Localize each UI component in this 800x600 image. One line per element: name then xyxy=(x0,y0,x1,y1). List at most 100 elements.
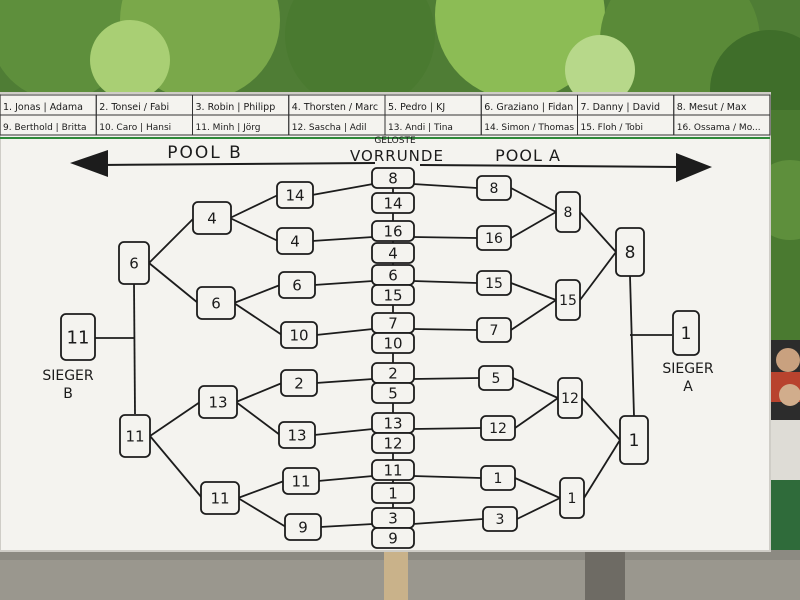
bracket-connector xyxy=(317,475,374,482)
team-entry-bottom: 10. Caro | Hansi xyxy=(99,123,171,133)
pool-a-round1-box-4: 7 xyxy=(476,317,512,343)
bracket-connector xyxy=(510,211,557,239)
draw-slot-8-label: 10 xyxy=(383,334,402,352)
bracket-connector xyxy=(311,236,374,242)
bracket-connector xyxy=(510,187,557,213)
bracket-connector xyxy=(579,251,617,301)
pool-b-round2-box-3-label: 13 xyxy=(208,393,227,411)
bracket-connector xyxy=(237,480,285,499)
pool-b-round1-box-6: 13 xyxy=(278,421,316,449)
pool-a-round1-box-2-label: 16 xyxy=(485,231,503,247)
team-entry-top: 1. Jonas | Adama xyxy=(3,102,83,113)
bracket-connector xyxy=(229,217,279,242)
team-entry-top: 6. Graziano | Fidan xyxy=(484,102,573,113)
draw-slot-8: 10 xyxy=(371,332,415,354)
team-entry-bottom: 16. Ossama / Mo... xyxy=(677,123,761,133)
pool-b-round1-box-2-label: 4 xyxy=(290,232,300,250)
pool-a-round2-box-2: 15 xyxy=(555,279,581,321)
bracket-connector xyxy=(149,435,203,499)
pool-b-round2-box-4-label: 11 xyxy=(210,489,229,507)
pool-b-round2-box-3: 13 xyxy=(198,385,238,419)
bracket-connector xyxy=(516,497,561,520)
pool-b-round2-box-4: 11 xyxy=(200,481,240,515)
bracket-connector xyxy=(583,439,621,499)
draw-slot-5-label: 6 xyxy=(388,266,398,284)
draw-slot-13: 11 xyxy=(371,459,415,481)
winner-a-box: 1 xyxy=(672,310,700,356)
pool-a-round1-box-8-label: 3 xyxy=(496,512,505,528)
pool-b-round1-box-8: 9 xyxy=(284,513,322,541)
pool-a-round2-box-4: 1 xyxy=(559,477,585,519)
pool-b-round1-box-4: 10 xyxy=(280,321,318,349)
bracket-connector xyxy=(581,397,621,441)
bracket-connector xyxy=(149,401,201,437)
draw-slot-2: 14 xyxy=(371,192,415,214)
pool-a-round1-box-1-label: 8 xyxy=(490,181,499,197)
bracket-connector xyxy=(311,183,374,196)
sieger-a-label-1: SIEGER xyxy=(662,361,714,377)
pool-b-round1-box-7: 11 xyxy=(282,467,320,495)
pool-b-round2-box-2: 6 xyxy=(196,286,236,320)
pool-a-round3-box-2: 1 xyxy=(619,415,649,465)
team-entry-top: 5. Pedro | KJ xyxy=(388,102,445,113)
team-entry-bottom: 15. Floh / Tobi xyxy=(581,123,644,133)
draw-slot-5: 6 xyxy=(371,264,415,286)
pool-b-round1-box-2: 4 xyxy=(276,227,314,255)
winner-b-box-label: 11 xyxy=(67,327,90,348)
pool-a-round1-box-3-label: 15 xyxy=(485,276,503,292)
draw-slot-12-label: 12 xyxy=(383,434,402,452)
pool-b-round1-box-1: 14 xyxy=(276,181,314,209)
pool-a-round1-box-6-label: 12 xyxy=(489,421,507,437)
pool-a-round2-box-1: 8 xyxy=(555,191,581,233)
bracket-connector xyxy=(412,280,478,284)
pool-b-round2-box-1-label: 4 xyxy=(207,209,217,227)
pool-b-round1-box-6-label: 13 xyxy=(287,426,306,444)
board-post xyxy=(384,548,408,600)
bracket-connector xyxy=(412,475,482,479)
draw-slot-6: 15 xyxy=(371,284,415,306)
pool-a-round1-box-5: 5 xyxy=(478,365,514,391)
pool-b-round1-box-8-label: 9 xyxy=(298,518,308,536)
bracket-connector xyxy=(514,397,559,429)
pool-b-round1-box-7-label: 11 xyxy=(291,472,310,490)
center-big-title: VORRUNDE xyxy=(350,147,444,165)
pool-a-title: POOL A xyxy=(495,146,561,165)
pool-b-round1-box-4-label: 10 xyxy=(289,326,308,344)
team-entry-bottom: 13. Andi | Tina xyxy=(388,123,453,133)
sieger-a-label-2: A xyxy=(683,379,693,395)
pool-a-round3-box-1-label: 8 xyxy=(625,243,636,263)
draw-slot-7: 7 xyxy=(371,312,415,334)
bracket-connector xyxy=(579,211,617,253)
pool-arrows xyxy=(70,150,712,182)
pool-a-round1-box-7: 1 xyxy=(480,465,516,491)
bracket-connector xyxy=(235,382,283,403)
draw-slot-9-label: 2 xyxy=(388,364,398,382)
bracket-connector xyxy=(510,299,557,331)
draw-slot-7-label: 7 xyxy=(388,314,398,332)
bracket-connector xyxy=(629,275,635,417)
bracket-connector xyxy=(510,282,557,301)
draw-slot-2-label: 14 xyxy=(383,194,402,212)
draw-slot-11-label: 13 xyxy=(383,414,402,432)
draw-slot-14-label: 1 xyxy=(388,484,398,502)
pool-a-round1-box-3: 15 xyxy=(476,270,512,296)
bracket-connector xyxy=(313,280,374,286)
bracket-connector xyxy=(514,477,561,499)
draw-slot-3-label: 16 xyxy=(383,222,402,240)
pool-b-round1-box-3-label: 6 xyxy=(292,276,302,294)
bracket-boxes: 8141646157102513121113914461021311946131… xyxy=(60,167,700,549)
draw-slot-4-label: 4 xyxy=(388,244,398,262)
pool-a-round3-box-2-label: 1 xyxy=(629,431,640,451)
winner-a-box-label: 1 xyxy=(681,324,692,344)
draw-slot-3: 16 xyxy=(371,220,415,242)
team-entry-top: 2. Tonsei / Fabi xyxy=(99,102,169,113)
pool-b-round2-box-1: 4 xyxy=(192,201,232,235)
pool-a-round2-box-3: 12 xyxy=(557,377,583,419)
team-entry-bottom: 11. Minh | Jörg xyxy=(196,123,261,133)
draw-slot-15-label: 3 xyxy=(388,509,398,527)
team-entry-top: 4. Thorsten / Marc xyxy=(292,102,378,113)
pool-a-round2-box-3-label: 12 xyxy=(561,391,579,407)
pool-a-round1-box-6: 12 xyxy=(480,415,516,441)
pool-b-round1-box-5: 2 xyxy=(280,369,318,397)
